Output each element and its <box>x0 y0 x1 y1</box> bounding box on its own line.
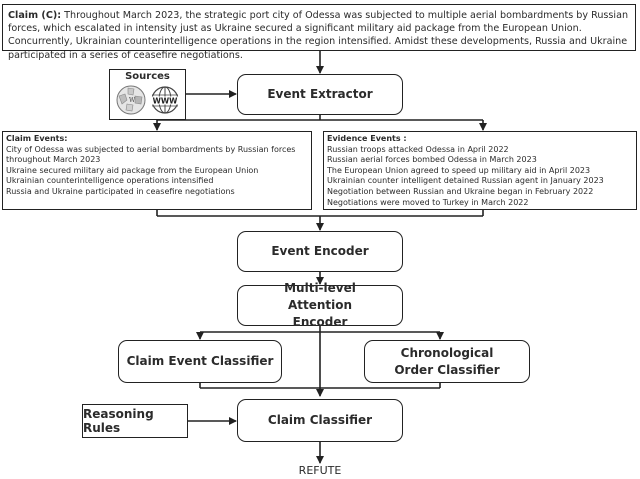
sources-box: Sources W WWW <box>109 69 186 120</box>
claim-classifier-box: Claim Classifier <box>237 399 403 442</box>
event-extractor-label: Event Extractor <box>267 87 373 101</box>
event-encoder-box: Event Encoder <box>237 231 403 272</box>
evidence-event-item: Negotiation between Russian and Ukraine … <box>327 186 594 196</box>
chronological-classifier-box: Chronological Order Classifier <box>364 340 530 383</box>
claim-label: Claim (C): <box>8 10 62 21</box>
event-encoder-label: Event Encoder <box>271 244 369 258</box>
evidence-event-item: Russian troops attacked Odessa in April … <box>327 144 509 154</box>
evidence-event-item: Negotiations were moved to Turkey in Mar… <box>327 197 529 207</box>
claim-event-item: Ukrainian counterintelligence operations… <box>6 176 214 186</box>
claim-event-classifier-label: Claim Event Classifier <box>126 354 274 368</box>
claim-classifier-label: Claim Classifier <box>267 413 373 427</box>
event-extractor-box: Event Extractor <box>237 74 403 115</box>
wikipedia-globe-icon: W <box>116 85 146 115</box>
claim-event-item: City of Odessa was subjected to aerial b… <box>6 144 296 165</box>
claim-box: Claim (C): Throughout March 2023, the st… <box>2 4 636 61</box>
svg-text:W: W <box>129 97 136 104</box>
www-globe-icon: WWW <box>149 86 181 114</box>
sources-title: Sources <box>125 71 170 82</box>
reasoning-rules-label: Reasoning Rules <box>83 407 154 435</box>
evidence-event-item: Ukrainian counter intelligent detained R… <box>327 176 604 186</box>
claim-event-item: Ukraine secured military aid package fro… <box>6 165 259 175</box>
claim-event-classifier-box: Claim Event Classifier <box>118 340 282 383</box>
evidence-events-box: Evidence Events : Russian troops attacke… <box>323 131 637 210</box>
claim-events-title: Claim Events: <box>6 134 68 143</box>
reasoning-rules-box: Reasoning Rules <box>82 404 188 438</box>
claim-event-item: Russia and Ukraine participated in cease… <box>6 186 235 196</box>
evidence-event-item: The European Union agreed to speed up mi… <box>327 165 591 175</box>
www-label: WWW <box>153 97 179 106</box>
attention-encoder-label: Multi-level Attention Encoder <box>284 281 356 329</box>
evidence-events-title: Evidence Events : <box>327 134 407 143</box>
attention-encoder-box: Multi-level Attention Encoder <box>237 281 403 329</box>
chronological-classifier-label: Chronological Order Classifier <box>394 345 500 377</box>
claim-events-box: Claim Events: City of Odessa was subject… <box>2 131 312 210</box>
evidence-event-item: Russian aerial forces bombed Odessa in M… <box>327 155 537 165</box>
claim-text: Throughout March 2023, the strategic por… <box>8 10 629 61</box>
output-label: REFUTE <box>298 464 342 477</box>
